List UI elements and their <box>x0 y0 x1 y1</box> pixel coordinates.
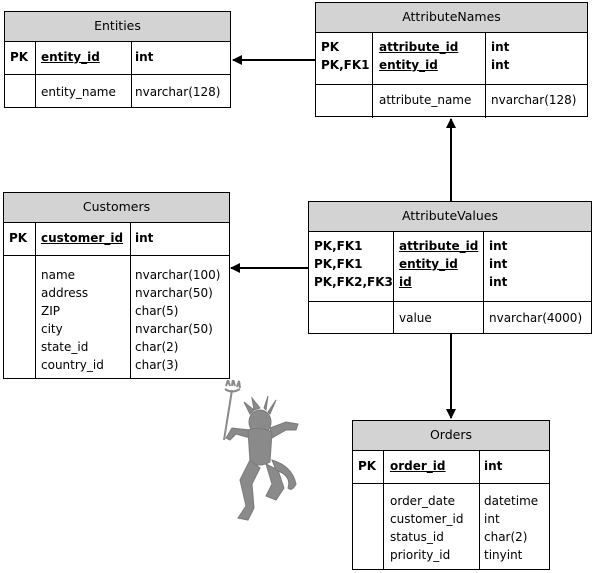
attributevalues-col-type: nvarchar(4000) <box>489 311 583 325</box>
entities-columns-section: entity_name nvarchar(128) <box>5 75 230 108</box>
attributevalues-table[interactable]: AttributeValues PK,FK1 PK,FK1 PK,FK2,FK3… <box>308 201 592 334</box>
attributevalues-pk-types: int int int <box>489 239 508 289</box>
attributenames-title: AttributeNames <box>316 3 587 33</box>
customers-pk-type: int <box>135 231 154 245</box>
attributevalues-columns-section: value nvarchar(4000) <box>309 302 591 334</box>
attributevalues-pk-names: attribute_id entity_id id <box>399 239 479 289</box>
entities-pk-type: int <box>135 50 154 64</box>
attributenames-table[interactable]: AttributeNames PK PK,FK1 attribute_id en… <box>315 2 588 118</box>
orders-table[interactable]: Orders PK order_id int order_date custom… <box>352 420 550 570</box>
entities-col-name: entity_name <box>41 85 116 99</box>
customers-col-types: nvarchar(100) nvarchar(50) char(5) nvarc… <box>135 268 221 372</box>
orders-col-types: datetime int char(2) tinyint <box>484 494 539 562</box>
customers-pk-name: customer_id <box>41 231 124 245</box>
attributenames-col-name: attribute_name <box>379 93 472 107</box>
attributevalues-col-name: value <box>399 311 432 325</box>
orders-columns-section: order_date customer_id status_id priorit… <box>353 484 549 570</box>
entities-pk-key: PK <box>10 50 29 64</box>
entities-table[interactable]: Entities PK entity_id int entity_name nv… <box>4 11 231 108</box>
customers-title: Customers <box>4 193 229 223</box>
customers-col-names: name address ZIP city state_id country_i… <box>41 268 104 372</box>
entities-title: Entities <box>5 12 230 42</box>
attributenames-pk-names: attribute_id entity_id <box>379 40 459 72</box>
customers-pk-key: PK <box>9 231 28 245</box>
attributenames-columns-section: attribute_name nvarchar(128) <box>316 85 587 118</box>
orders-pk-name: order_id <box>390 459 446 473</box>
customers-pk-section: PK customer_id int <box>4 223 229 256</box>
attributenames-pk-keys: PK PK,FK1 <box>321 40 370 72</box>
entities-pk-name: entity_id <box>41 50 100 64</box>
customers-table[interactable]: Customers PK customer_id int name addres… <box>3 192 230 379</box>
devil-figure-icon <box>223 380 299 521</box>
attributenames-pk-section: PK PK,FK1 attribute_id entity_id int int <box>316 33 587 85</box>
orders-pk-section: PK order_id int <box>353 451 549 484</box>
attributenames-col-type: nvarchar(128) <box>491 93 577 107</box>
entities-col-type: nvarchar(128) <box>135 85 221 99</box>
entities-pk-section: PK entity_id int <box>5 42 230 75</box>
attributevalues-pk-keys: PK,FK1 PK,FK1 PK,FK2,FK3 <box>314 239 393 289</box>
customers-columns-section: name address ZIP city state_id country_i… <box>4 256 229 379</box>
attributevalues-pk-section: PK,FK1 PK,FK1 PK,FK2,FK3 attribute_id en… <box>309 232 591 302</box>
attributenames-pk-types: int int <box>491 40 510 72</box>
orders-pk-type: int <box>484 459 503 473</box>
orders-pk-key: PK <box>358 459 377 473</box>
attributevalues-title: AttributeValues <box>309 202 591 232</box>
orders-title: Orders <box>353 421 549 451</box>
orders-col-names: order_date customer_id status_id priorit… <box>390 494 464 562</box>
